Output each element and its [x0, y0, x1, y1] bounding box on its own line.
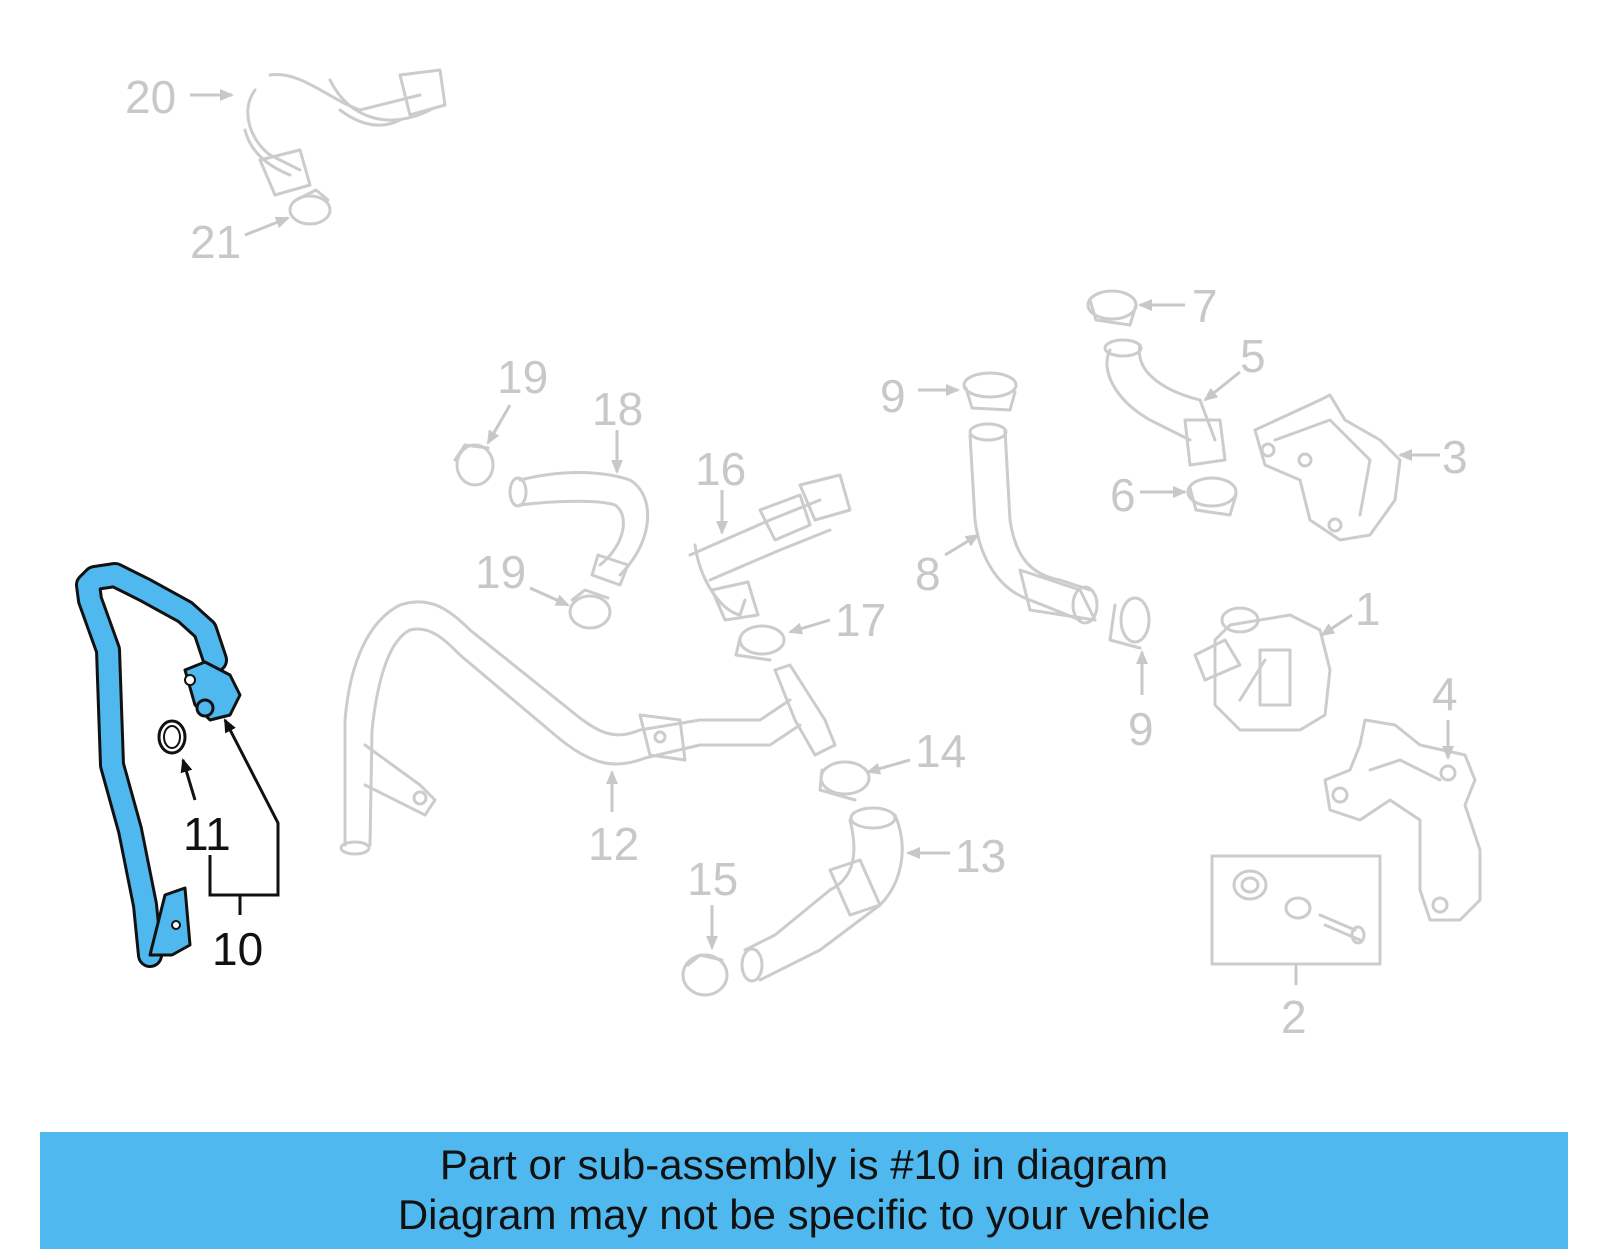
label-6: 6 [1110, 469, 1136, 521]
label-20: 20 [125, 71, 176, 123]
label-4: 4 [1432, 668, 1458, 720]
part-12-hose[interactable] [339, 600, 837, 856]
label-12: 12 [588, 818, 639, 870]
label-16: 16 [695, 443, 746, 495]
part-8-hose[interactable] [968, 422, 1099, 625]
part-17-clamp[interactable] [734, 624, 786, 662]
banner-line-2: Diagram may not be specific to your vehi… [397, 1191, 1211, 1238]
part-3-bracket[interactable] [1253, 393, 1402, 542]
label-14: 14 [915, 725, 966, 777]
label-9-upper: 9 [880, 370, 906, 422]
part-21-clamp[interactable] [288, 188, 332, 226]
label-5: 5 [1240, 330, 1266, 382]
part-19-clamp-upper[interactable] [453, 443, 495, 487]
label-21: 21 [190, 216, 241, 268]
label-2: 2 [1281, 991, 1307, 1043]
part-13-hose[interactable] [740, 806, 904, 983]
part-5-hose[interactable] [1103, 338, 1227, 467]
banner-line-1: Part or sub-assembly is #10 in diagram [439, 1141, 1169, 1188]
label-15: 15 [687, 853, 738, 905]
part-18-hose[interactable] [508, 471, 650, 587]
label-7: 7 [1192, 280, 1218, 332]
label-1: 1 [1355, 583, 1381, 635]
label-10: 10 [212, 923, 263, 975]
part-15-clamp[interactable] [681, 953, 729, 997]
label-13: 13 [955, 830, 1006, 882]
label-19-lower: 19 [475, 546, 526, 598]
part-19-clamp-lower[interactable] [568, 588, 612, 630]
part-9-clamp-lower[interactable] [1108, 596, 1151, 650]
label-11: 11 [183, 808, 231, 860]
part-9-clamp-upper[interactable] [962, 371, 1018, 412]
label-17: 17 [835, 594, 886, 646]
label-18: 18 [592, 383, 643, 435]
label-9-lower: 9 [1128, 703, 1154, 755]
info-banner: Part or sub-assembly is #10 in diagram D… [40, 1132, 1568, 1249]
part-16-hose[interactable] [688, 473, 852, 622]
part-7-clamp[interactable] [1086, 289, 1138, 327]
label-3: 3 [1442, 431, 1468, 483]
part-20-upper-hose[interactable] [243, 68, 447, 197]
label-19-upper: 19 [497, 351, 548, 403]
part-4-bracket[interactable] [1323, 718, 1482, 922]
part-10-highlighted-hose[interactable] [75, 562, 242, 968]
part-1-pump[interactable] [1193, 606, 1332, 732]
part-2-hardware-kit[interactable] [1210, 854, 1382, 966]
part-11-o-ring[interactable] [157, 719, 187, 755]
label-8: 8 [915, 548, 941, 600]
part-6-clamp[interactable] [1186, 476, 1238, 517]
part-14-clamp[interactable] [818, 760, 871, 802]
